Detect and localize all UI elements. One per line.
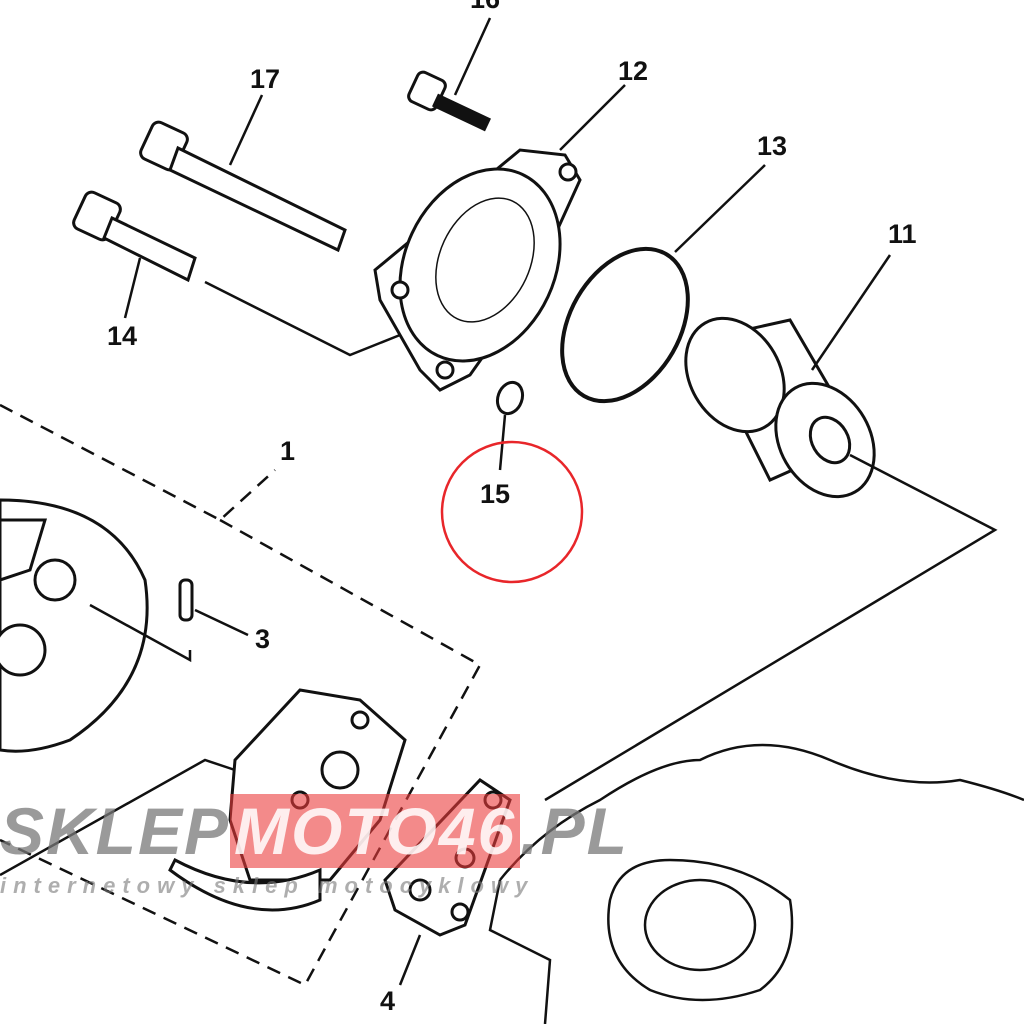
- label-15: 15: [480, 479, 510, 509]
- label-12: 12: [618, 56, 648, 86]
- bolt-17: [139, 94, 347, 253]
- label-11: 11: [888, 219, 917, 249]
- label-14: 14: [107, 321, 137, 351]
- oil-filter-11: [544, 254, 998, 802]
- label-4: 4: [380, 986, 395, 1016]
- label-3: 3: [255, 624, 270, 654]
- watermark-part3: .PL: [520, 794, 629, 868]
- crankcase-outline: [488, 743, 1024, 1024]
- label-17: 17: [250, 64, 280, 94]
- label-16: 16: [470, 0, 500, 14]
- watermark-subtitle: internetowy sklep motocyklowy: [0, 873, 535, 898]
- watermark-part1: SKLEP: [0, 794, 231, 868]
- bolt-16: [407, 17, 492, 132]
- o-ring-13: [560, 164, 766, 404]
- watermark-part2: MOTO46: [230, 794, 521, 868]
- bolt-14: [72, 190, 401, 357]
- label-1: 1: [280, 436, 295, 466]
- highlight-circle: [440, 440, 584, 584]
- o-ring-15: [495, 380, 525, 471]
- label-13: 13: [757, 131, 787, 161]
- oil-filter-cover-12: [373, 84, 626, 392]
- watermark-logo: SKLEPMOTO46.PL: [0, 794, 629, 868]
